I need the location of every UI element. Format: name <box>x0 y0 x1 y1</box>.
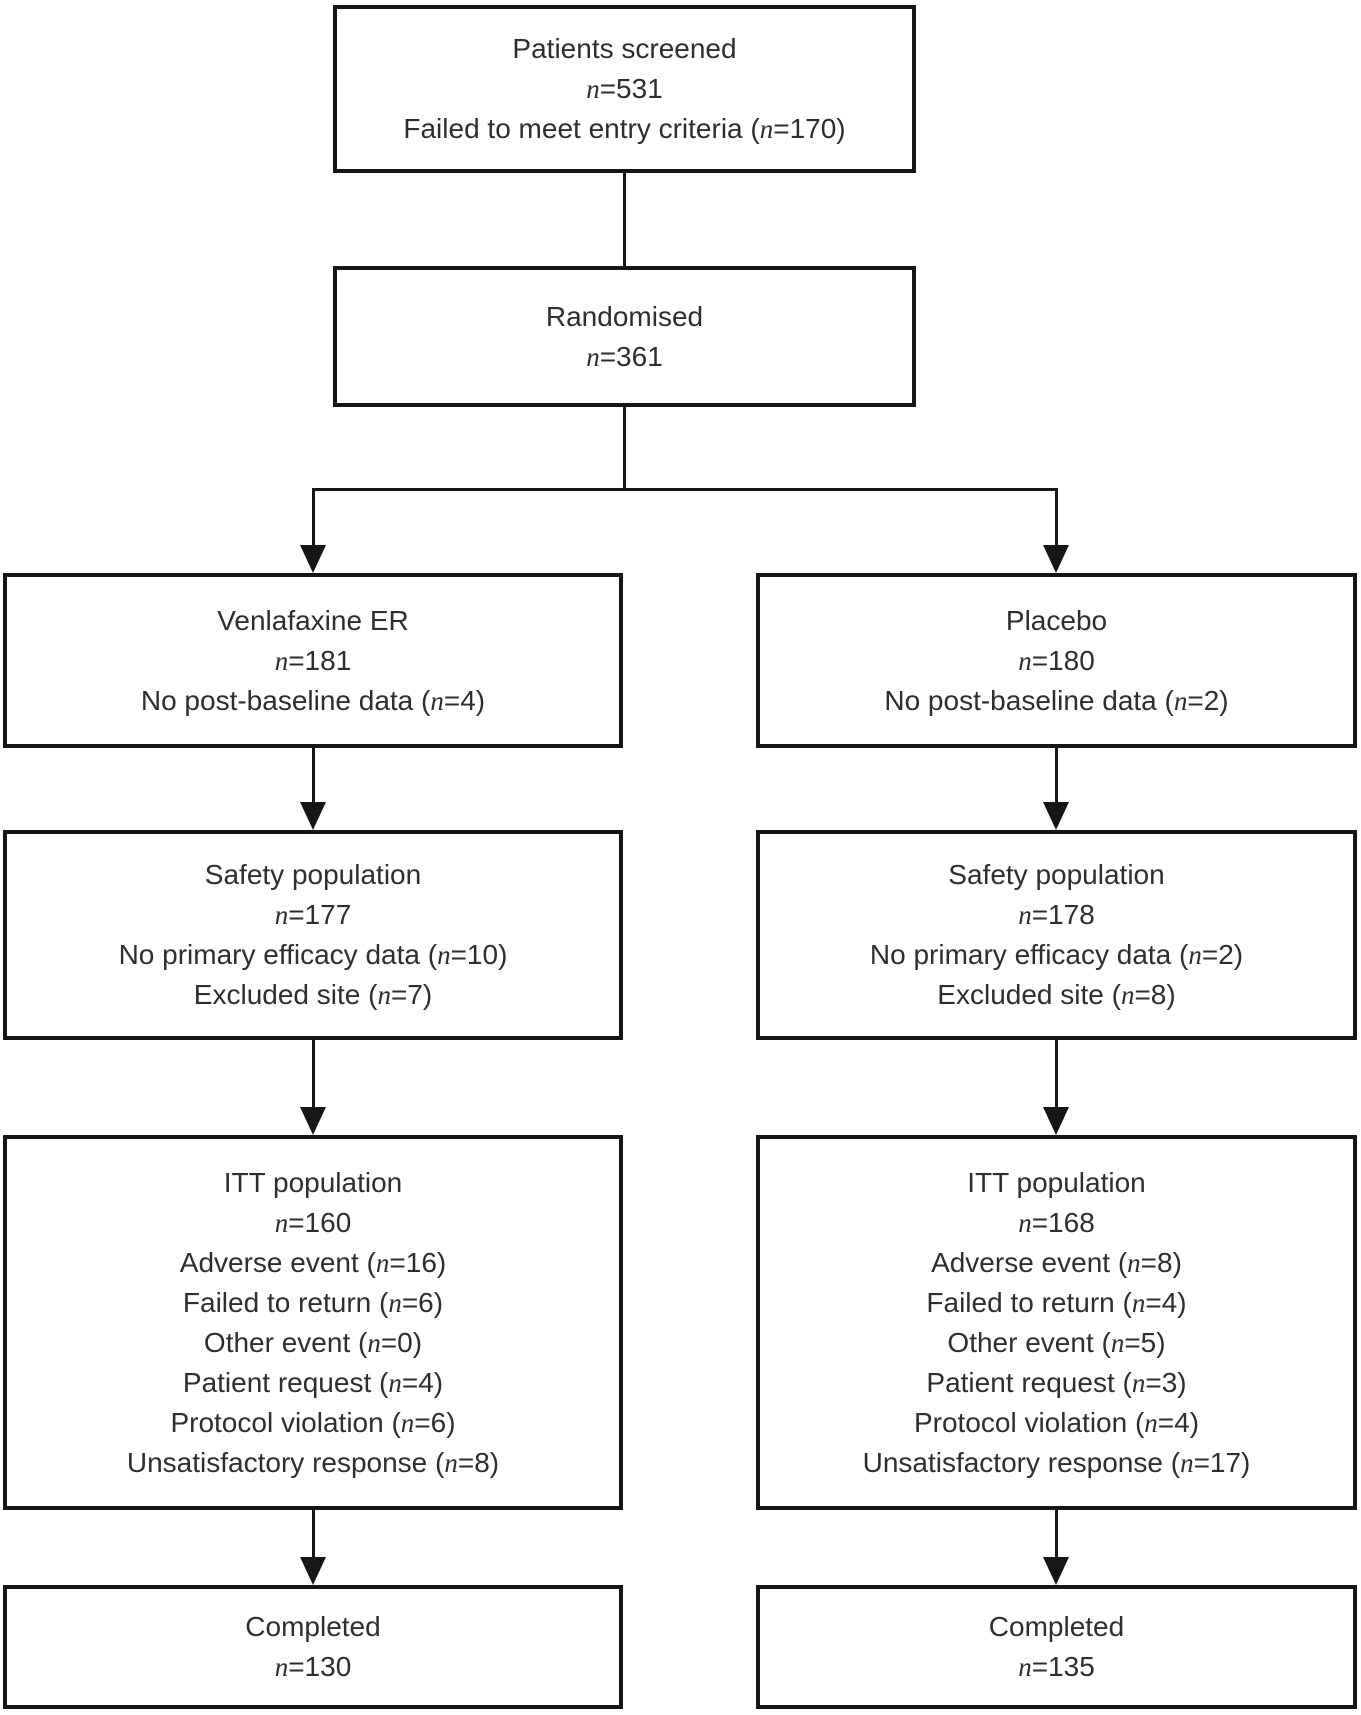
flow-box-line: Protocol violation (n=4) <box>913 1406 1200 1438</box>
flow-box-line: Completed <box>245 1611 381 1642</box>
flow-box-line: Unsatisfactory response (n=17) <box>862 1446 1251 1478</box>
connector-line <box>623 407 626 488</box>
flow-box-line: Patient request (n=4) <box>182 1366 444 1398</box>
flow-box-line: Excluded site (n=7) <box>193 979 433 1010</box>
flow-box-line: Failed to return (n=6) <box>182 1286 444 1318</box>
flow-box-line: Patients screened <box>512 33 737 64</box>
arrow-down-icon <box>1043 545 1069 573</box>
flow-box-line: n=180 <box>1018 644 1095 676</box>
flow-box-line: Other event (n=5) <box>947 1326 1166 1358</box>
flow-box-line: Excluded site (n=8) <box>937 979 1176 1010</box>
flow-box-line: n=135 <box>1018 1651 1095 1682</box>
flow-box-line: Unsatisfactory response (n=8) <box>126 1446 500 1478</box>
flow-box-line: n=168 <box>1018 1206 1095 1238</box>
flow-box-line: n=531 <box>586 73 663 104</box>
flow-box-line: n=177 <box>274 899 352 930</box>
flow-box-line: n=130 <box>274 1651 352 1682</box>
flow-box-line: Protocol violation (n=6) <box>170 1406 456 1438</box>
flow-box-placebo: Placebo n=180 No post-baseline data (n=2) <box>756 573 1357 748</box>
connector-line <box>1055 748 1058 802</box>
connector-line <box>1055 1510 1058 1557</box>
connector-line <box>1055 1040 1058 1107</box>
flow-box-venlafaxine-er: Venlafaxine ER n=181 No post-baseline data… <box>3 573 623 748</box>
arrow-down-icon <box>300 1107 326 1135</box>
flow-box-line: ITT population <box>223 1166 403 1198</box>
flow-box-completed-placebo: Completed n=135 <box>756 1585 1357 1709</box>
arrow-down-icon <box>1043 802 1069 830</box>
connector-line <box>623 173 626 266</box>
flow-box-line: ITT population <box>967 1166 1146 1198</box>
flow-box-line: n=181 <box>274 644 352 676</box>
flow-box-line: Safety population <box>204 859 422 890</box>
flow-box-line: Placebo <box>1005 604 1108 636</box>
branch-split-line <box>312 488 1058 491</box>
flow-box-safety-population-venlafaxine: Safety population n=177 No primary efficac… <box>3 830 623 1040</box>
arrow-down-icon <box>1043 1557 1069 1585</box>
flow-box-line: n=361 <box>586 340 663 372</box>
flow-box-line: Adverse event (n=16) <box>179 1246 447 1278</box>
flow-box-line: n=178 <box>1018 899 1095 930</box>
arrow-down-icon <box>300 545 326 573</box>
flow-box-line: Failed to meet entry criteria (n=170) <box>403 113 846 144</box>
connector-line <box>312 1040 315 1107</box>
arrow-down-icon <box>1043 1107 1069 1135</box>
flow-box-line: No primary efficacy data (n=10) <box>118 939 508 970</box>
arrow-down-icon <box>300 1557 326 1585</box>
flow-box-safety-population-placebo: Safety population n=178 No primary efficac… <box>756 830 1357 1040</box>
flow-box-line: Patient request (n=3) <box>926 1366 1187 1398</box>
flow-box-line: Safety population <box>948 859 1165 890</box>
flow-box-line: Adverse event (n=8) <box>931 1246 1182 1278</box>
flow-box-randomised: Randomised n=361 <box>333 266 916 407</box>
flow-box-line: No primary efficacy data (n=2) <box>869 939 1244 970</box>
flow-box-line: Completed <box>988 1611 1125 1642</box>
connector-line <box>312 1510 315 1557</box>
flow-box-line: No post-baseline data (n=4) <box>140 684 486 716</box>
flow-box-completed-venlafaxine: Completed n=130 <box>3 1585 623 1709</box>
connector-line <box>1055 488 1058 545</box>
flow-box-line: Failed to return (n=4) <box>926 1286 1187 1318</box>
connector-line <box>312 748 315 802</box>
flow-box-line: Other event (n=0) <box>203 1326 423 1358</box>
flow-box-line: Randomised <box>545 300 704 332</box>
flow-box-line: n=160 <box>274 1206 352 1238</box>
arrow-down-icon <box>300 802 326 830</box>
flow-box-line: Venlafaxine ER <box>217 604 409 636</box>
connector-line <box>312 488 315 545</box>
flow-box-line: No post-baseline data (n=2) <box>884 684 1229 716</box>
